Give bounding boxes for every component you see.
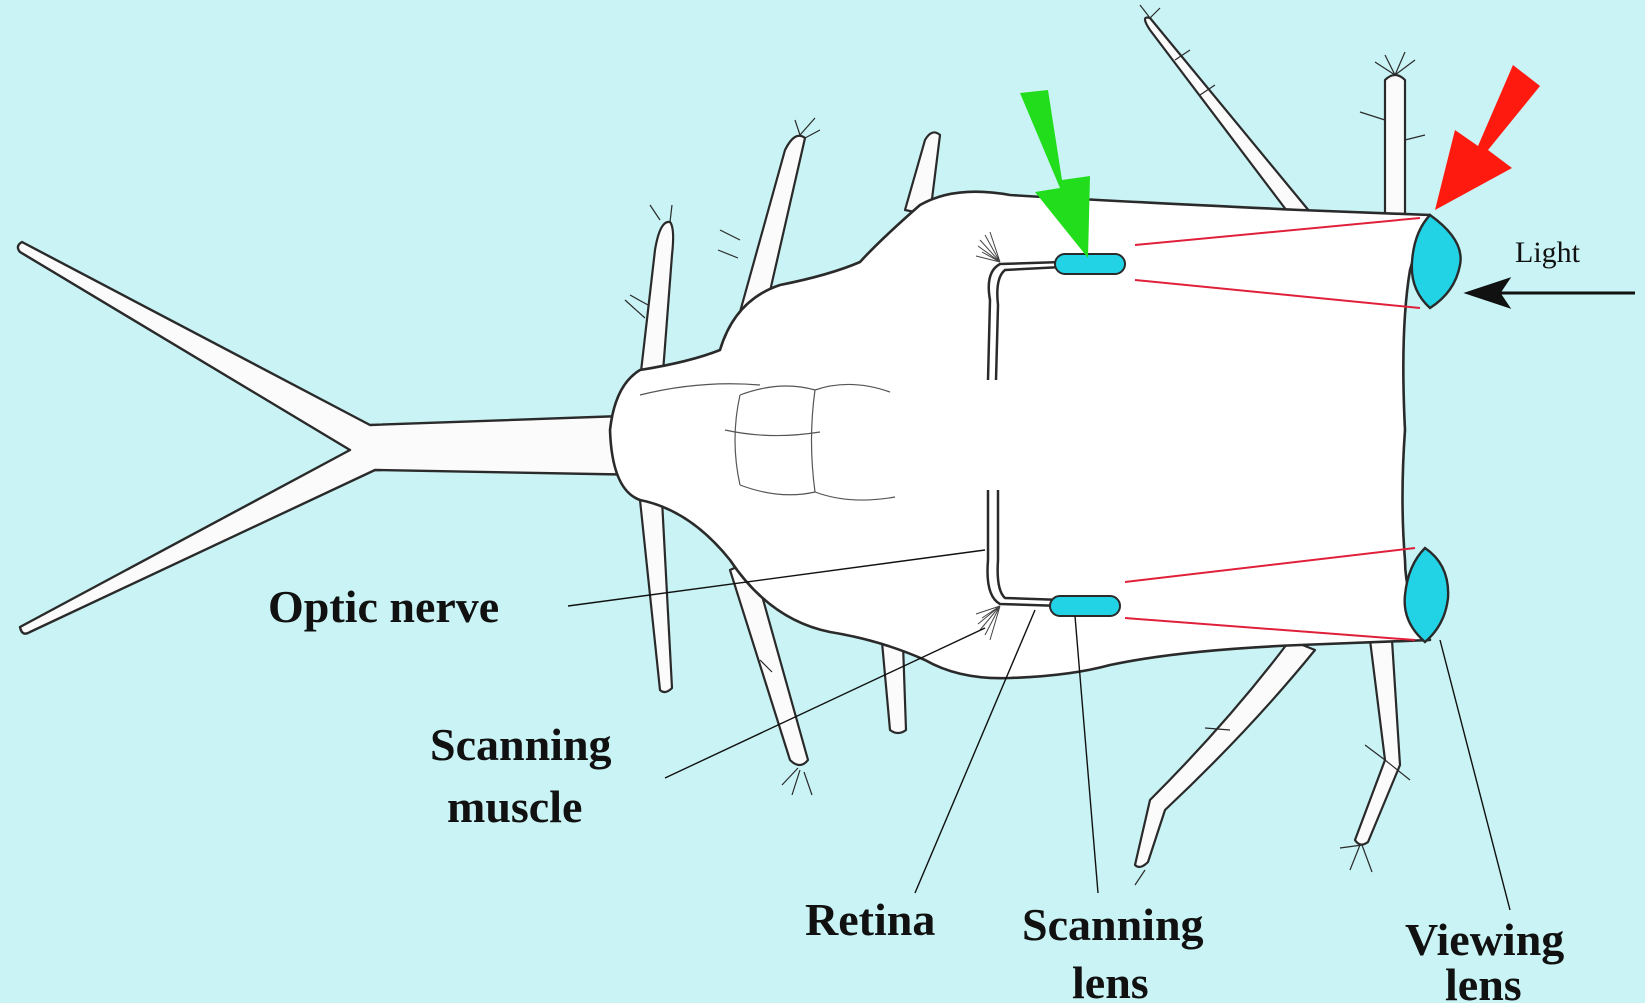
scanning-lens-lower <box>1050 596 1120 616</box>
label-scanning-muscle-line2: muscle <box>447 781 582 832</box>
antenna-lower-right <box>1355 640 1400 845</box>
left-arrow-icon <box>1465 278 1635 308</box>
leader-viewing-lens <box>1440 640 1510 910</box>
red-arrow-icon <box>1435 65 1540 210</box>
viewing-lens-upper <box>1412 215 1461 308</box>
antenna-upper <box>1145 18 1310 216</box>
label-viewing-lens-line2: lens <box>1445 959 1522 1003</box>
label-scanning-muscle-line1: Scanning <box>430 719 612 770</box>
label-light: Light <box>1515 236 1581 269</box>
tail-furca <box>18 242 650 634</box>
antenna-lower <box>1135 640 1315 867</box>
label-scanning-lens-line1: Scanning <box>1022 899 1204 950</box>
antenna-upper-right <box>1385 75 1405 215</box>
leader-scanning-muscle <box>665 628 985 778</box>
viewing-lens-lower <box>1405 548 1448 642</box>
label-optic-nerve: Optic nerve <box>268 581 499 632</box>
label-retina: Retina <box>805 894 935 945</box>
label-viewing-lens-line1: Viewing <box>1405 914 1564 965</box>
scanning-lens-upper <box>1055 254 1125 274</box>
label-scanning-lens-line2: lens <box>1072 957 1149 1003</box>
